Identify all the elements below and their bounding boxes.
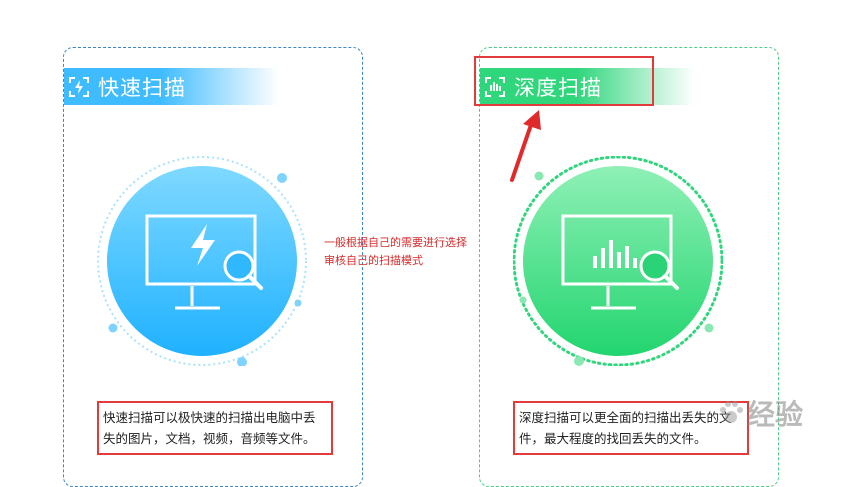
deep-scan-header[interactable]: 深度扫描: [480, 68, 695, 105]
red-arrow-icon: [510, 110, 541, 182]
watermark-text: 经验: [747, 398, 804, 431]
deep-scan-panel[interactable]: 深度扫描 深度扫描可以更全面的: [479, 47, 779, 487]
quick-scan-panel[interactable]: 快速扫描 快速扫描可以极快速的扫描出电脑中丢: [63, 47, 363, 487]
annotation-text: 一般根据自己的需要进行选择 审核自己的扫描模式: [324, 234, 504, 270]
quick-scan-title: 快速扫描: [98, 75, 186, 100]
deep-scan-icon: [485, 76, 505, 97]
deep-scan-illustration[interactable]: [513, 156, 723, 366]
quick-scan-illustration[interactable]: [97, 156, 307, 366]
watermark: 经验: [718, 393, 803, 433]
deep-scan-highlight-box: [474, 56, 654, 106]
monitor-chart-icon: [561, 214, 679, 310]
deep-scan-title: 深度扫描: [514, 75, 602, 100]
lightning-scan-icon: [69, 76, 89, 97]
deep-scan-description: 深度扫描可以更全面的扫描出丢失的文件，最大程度的找回丢失的文件。: [513, 401, 749, 455]
annotation-line-2: 审核自己的扫描模式: [324, 254, 423, 267]
quick-scan-header[interactable]: 快速扫描: [64, 68, 279, 105]
quick-scan-description: 快速扫描可以极快速的扫描出电脑中丢失的图片，文档，视频，音频等文件。: [97, 401, 333, 455]
paw-icon: [720, 401, 743, 423]
annotation-line-1: 一般根据自己的需要进行选择: [324, 236, 467, 249]
monitor-lightning-icon: [145, 214, 263, 310]
